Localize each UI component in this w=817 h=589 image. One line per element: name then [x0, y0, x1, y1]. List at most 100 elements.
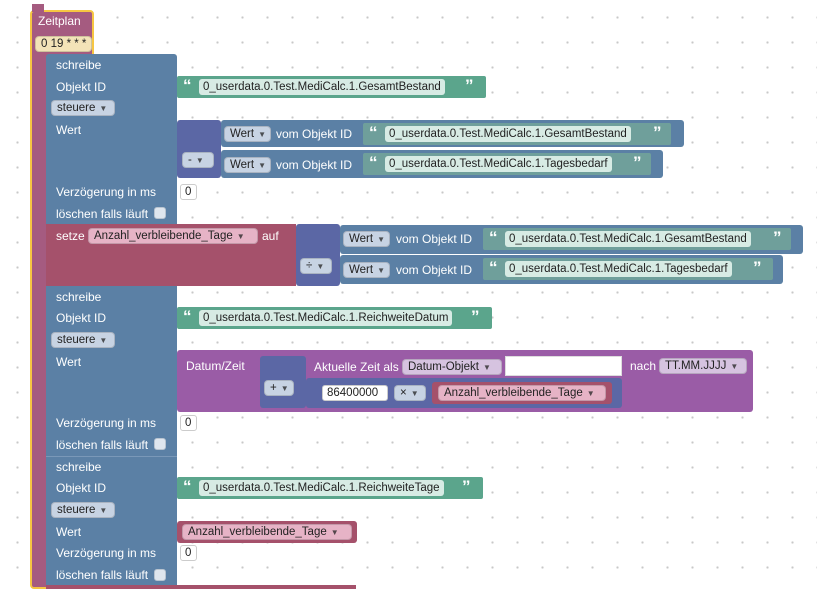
quote-close-icon: ” [471, 307, 480, 326]
object-id-label: Objekt ID [56, 80, 107, 94]
quote-close-icon: ” [653, 123, 662, 142]
delay-input[interactable]: 0 [180, 184, 197, 200]
operator-dropdown-divide[interactable]: ÷▼ [300, 258, 332, 274]
chevron-down-icon: ▼ [280, 384, 289, 393]
quote-open-icon: “ [489, 258, 498, 277]
schedule-title: Zeitplan [38, 14, 81, 28]
mode-dropdown[interactable]: steuere▼ [51, 100, 115, 116]
quote-open-icon: “ [369, 123, 378, 142]
empty-input-slot[interactable] [505, 356, 622, 376]
value-label: Wert [56, 355, 82, 369]
chevron-down-icon: ▼ [410, 389, 419, 398]
format-dropdown[interactable]: TT.MM.JJJJ▼ [659, 358, 747, 374]
math-block-minus[interactable] [177, 120, 221, 178]
clear-label: löschen falls läuft [56, 207, 149, 221]
operator-dropdown-plus[interactable]: +▼ [264, 380, 294, 396]
get-type-value: Wert [349, 264, 374, 276]
quote-close-icon: ” [773, 228, 782, 247]
chevron-down-icon: ▼ [377, 235, 385, 244]
get-type-dropdown[interactable]: Wert▼ [224, 126, 271, 142]
format-label: nach [630, 359, 657, 373]
get-oid-string[interactable]: “ 0_userdata.0.Test.MediCalc.1.GesamtBes… [483, 228, 791, 250]
quote-open-icon: “ [183, 76, 192, 95]
from-object-label: vom Objekt ID [276, 127, 353, 141]
object-id-label: Objekt ID [56, 311, 107, 325]
get-oid-string[interactable]: “ 0_userdata.0.Test.MediCalc.1.GesamtBes… [363, 123, 671, 145]
delay-label: Verzögerung in ms [56, 185, 157, 199]
object-id-label: Objekt ID [56, 481, 107, 495]
mode-dropdown[interactable]: steuere▼ [51, 332, 115, 348]
value-label: Wert [56, 123, 82, 137]
get-type-value: Wert [230, 159, 255, 171]
chevron-down-icon: ▼ [258, 161, 266, 170]
get-oid-text[interactable]: 0_userdata.0.Test.MediCalc.1.Tagesbedarf [385, 156, 612, 172]
get-oid-text[interactable]: 0_userdata.0.Test.MediCalc.1.GesamtBesta… [385, 126, 631, 142]
variable-value: Anzahl_verbleibende_Tage [188, 526, 327, 538]
get-type-dropdown[interactable]: Wert▼ [343, 231, 390, 247]
chevron-down-icon: ▼ [236, 232, 245, 241]
write-title: schreibe [56, 290, 102, 304]
get-oid-string[interactable]: “ 0_userdata.0.Test.MediCalc.1.Tagesbeda… [483, 258, 773, 280]
object-id-string[interactable]: “ 0_userdata.0.Test.MediCalc.1.GesamtBes… [177, 76, 486, 98]
write-title: schreibe [56, 460, 102, 474]
time-type-dropdown[interactable]: Datum-Objekt▼ [402, 359, 502, 375]
quote-open-icon: “ [489, 228, 498, 247]
get-type-dropdown[interactable]: Wert▼ [224, 157, 271, 173]
chevron-down-icon: ▼ [316, 262, 325, 271]
from-object-label: vom Objekt ID [276, 158, 353, 172]
object-id-text[interactable]: 0_userdata.0.Test.MediCalc.1.GesamtBesta… [199, 79, 445, 95]
set-label: setze [56, 229, 85, 243]
operator-value: - [188, 154, 192, 166]
object-id-string[interactable]: “ 0_userdata.0.Test.MediCalc.1.Reichweit… [177, 307, 492, 329]
object-id-string[interactable]: “ 0_userdata.0.Test.MediCalc.1.Reichweit… [177, 477, 483, 499]
object-id-text[interactable]: 0_userdata.0.Test.MediCalc.1.ReichweiteD… [199, 310, 453, 326]
operator-value: + [270, 382, 277, 394]
next-block-edge [46, 585, 356, 589]
get-oid-string[interactable]: “ 0_userdata.0.Test.MediCalc.1.Tagesbeda… [363, 153, 651, 175]
math-block-divide[interactable] [296, 224, 340, 286]
variable-dropdown[interactable]: Anzahl_verbleibende_Tage▼ [88, 228, 258, 244]
clear-checkbox[interactable] [154, 569, 166, 581]
get-type-dropdown[interactable]: Wert▼ [343, 262, 390, 278]
quote-close-icon: ” [465, 76, 474, 95]
get-oid-text[interactable]: 0_userdata.0.Test.MediCalc.1.GesamtBesta… [505, 231, 751, 247]
variable-value: Anzahl_verbleibende_Tage [444, 387, 583, 399]
quote-close-icon: ” [462, 477, 471, 496]
clear-checkbox[interactable] [154, 438, 166, 450]
value-label: Wert [56, 525, 82, 539]
variable-dropdown[interactable]: Anzahl_verbleibende_Tage▼ [182, 524, 352, 540]
delay-input[interactable]: 0 [180, 545, 197, 561]
delay-label: Verzögerung in ms [56, 546, 157, 560]
chevron-down-icon: ▼ [482, 363, 491, 372]
write-block-reichweitetage[interactable] [46, 456, 177, 589]
quote-open-icon: “ [183, 477, 192, 496]
mode-value: steuere [57, 102, 96, 114]
clear-label: löschen falls läuft [56, 438, 149, 452]
delay-input[interactable]: 0 [180, 415, 197, 431]
to-label: auf [262, 229, 279, 243]
mode-dropdown[interactable]: steuere▼ [51, 502, 115, 518]
chevron-down-icon: ▼ [99, 336, 108, 345]
chevron-down-icon: ▼ [730, 362, 739, 371]
quote-open-icon: “ [183, 307, 192, 326]
variable-dropdown[interactable]: Anzahl_verbleibende_Tage▼ [438, 385, 606, 401]
object-id-text[interactable]: 0_userdata.0.Test.MediCalc.1.ReichweiteT… [199, 480, 444, 496]
get-oid-text[interactable]: 0_userdata.0.Test.MediCalc.1.Tagesbedarf [505, 261, 732, 277]
cron-field[interactable]: 0 19 * * * [35, 36, 92, 52]
from-object-label: vom Objekt ID [396, 263, 473, 277]
operator-dropdown-multiply[interactable]: ×▼ [394, 385, 426, 401]
write-block-reichweitedatum[interactable] [46, 286, 177, 456]
from-object-label: vom Objekt ID [396, 232, 473, 246]
operator-value: ÷ [306, 260, 313, 272]
write-block-gesamtbestand[interactable] [46, 54, 177, 224]
quote-close-icon: ” [753, 258, 762, 277]
format-value: TT.MM.JJJJ [665, 360, 727, 372]
quote-open-icon: “ [369, 153, 378, 172]
clear-label: löschen falls läuft [56, 568, 149, 582]
operator-dropdown-minus[interactable]: -▼ [182, 152, 214, 168]
quote-close-icon: ” [633, 153, 642, 172]
variable-value: Anzahl_verbleibende_Tage [94, 230, 233, 242]
chevron-down-icon: ▼ [99, 506, 108, 515]
clear-checkbox[interactable] [154, 207, 166, 219]
factor-input[interactable]: 86400000 [322, 385, 388, 401]
